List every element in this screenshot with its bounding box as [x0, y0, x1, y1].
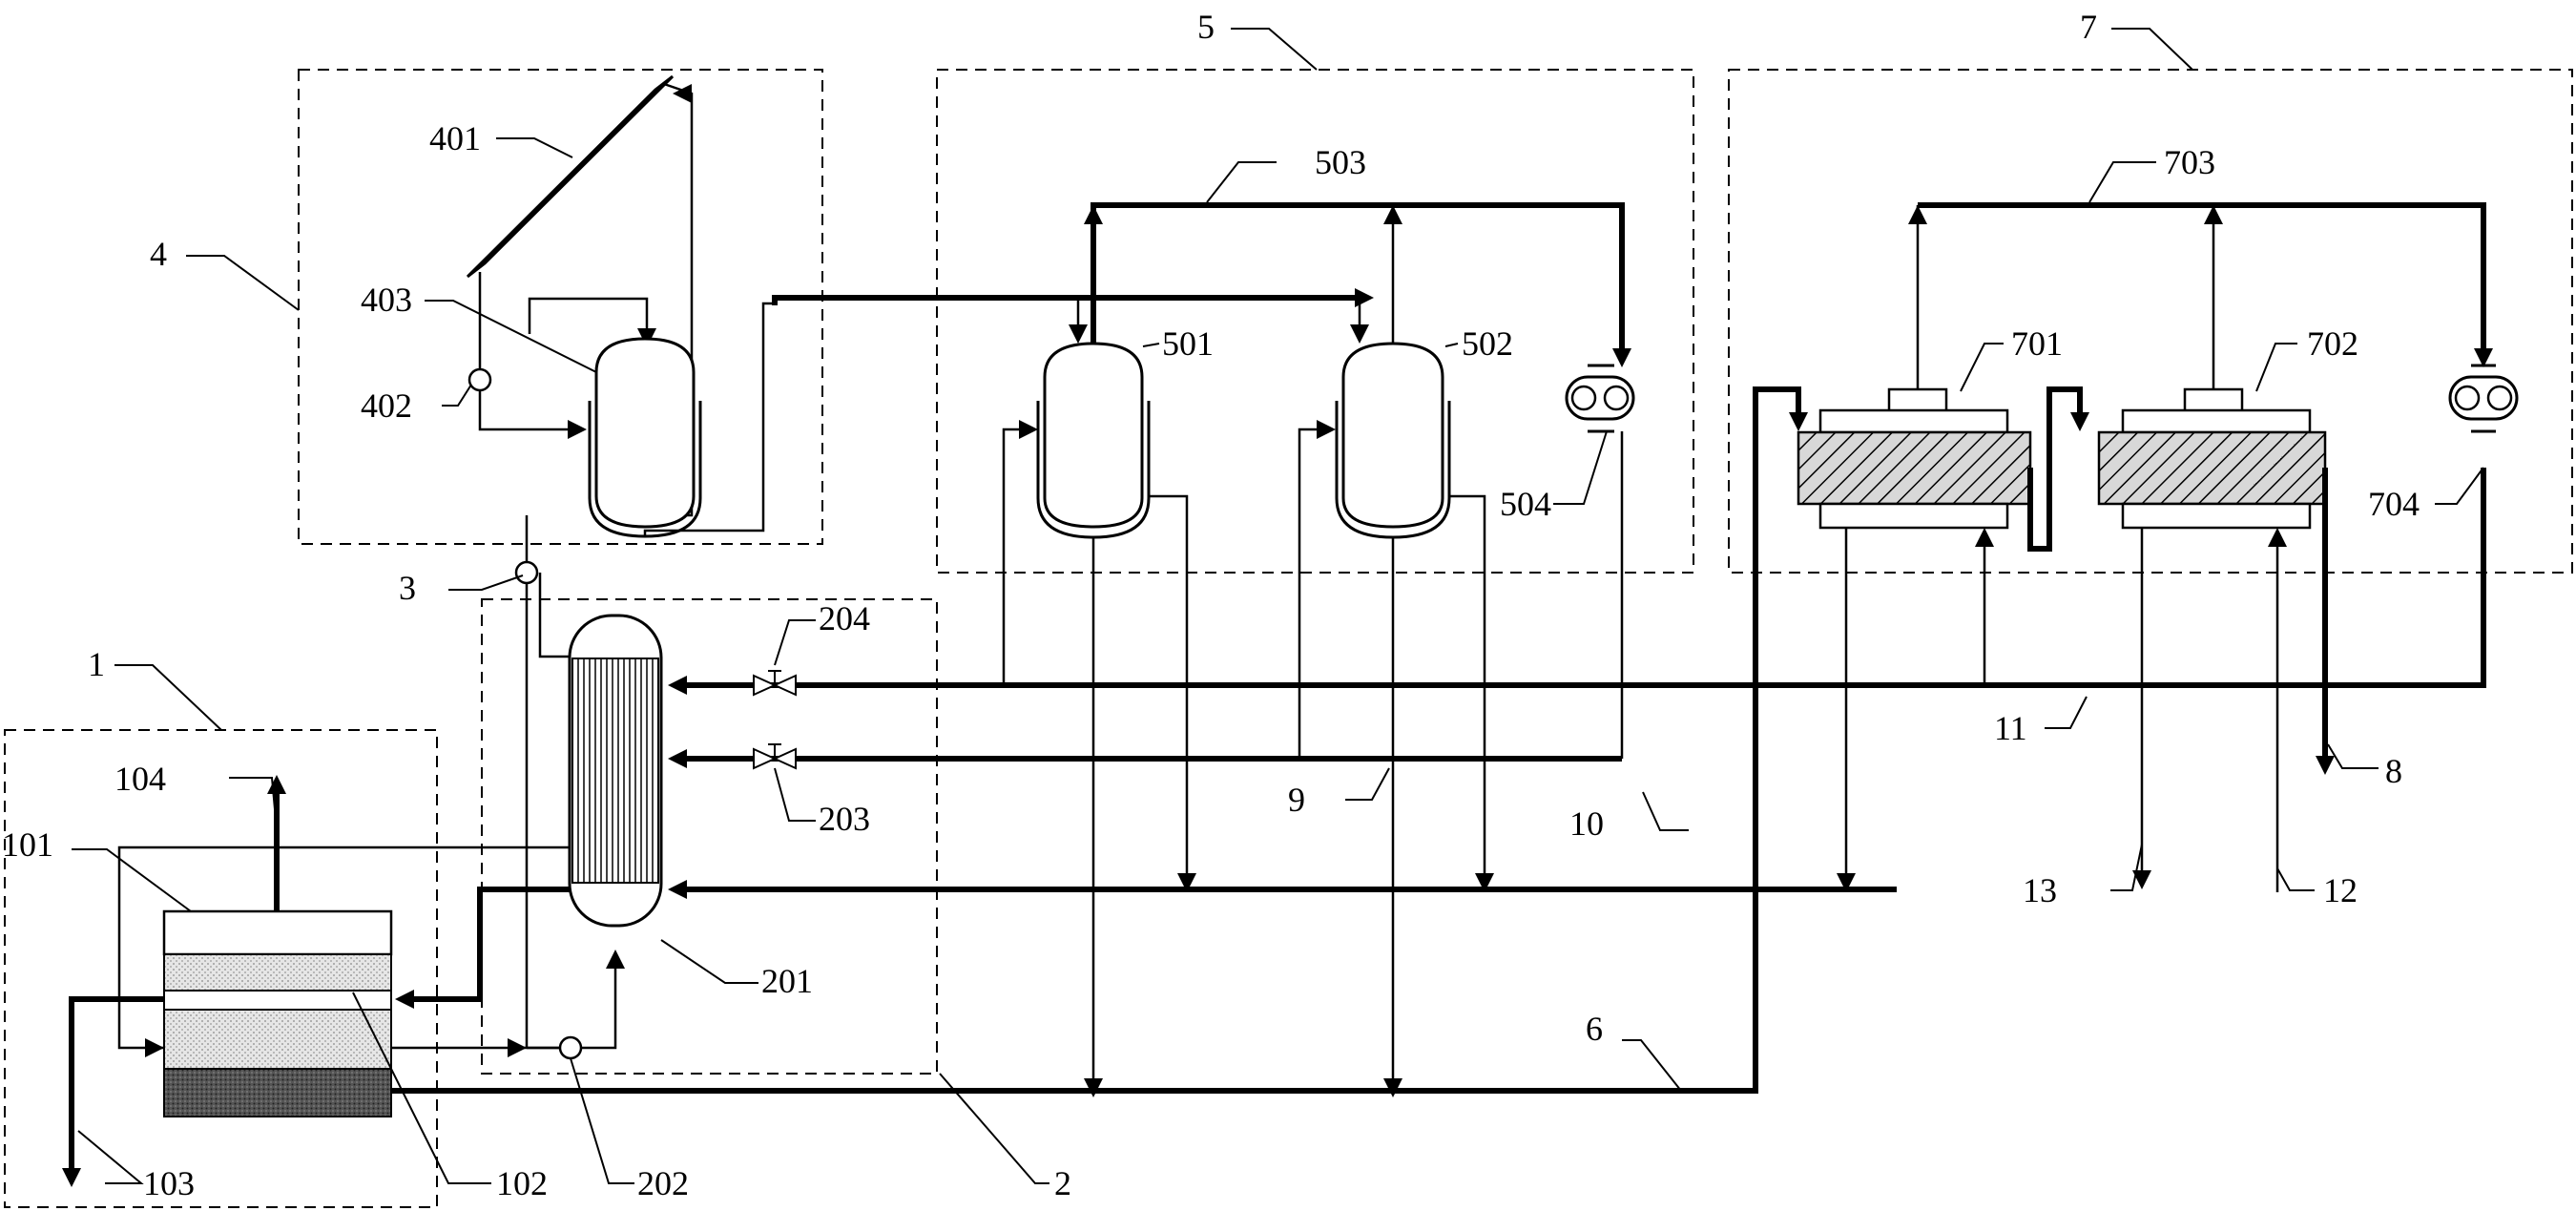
label-402: 402: [361, 386, 412, 425]
label-104: 104: [114, 760, 166, 798]
valve-3: [514, 560, 539, 585]
label-201: 201: [761, 962, 813, 1000]
label-703: 703: [2164, 143, 2215, 181]
label-13: 13: [2023, 871, 2057, 909]
label-2: 2: [1054, 1164, 1071, 1202]
separation-tank: [162, 909, 393, 1117]
label-502: 502: [1462, 324, 1513, 363]
system-box-7: [1728, 69, 2573, 574]
pump-704: [2448, 364, 2519, 433]
label-204: 204: [819, 599, 870, 637]
valve-203: [753, 743, 797, 770]
label-12: 12: [2323, 871, 2358, 909]
heat-exchanger-201: [568, 614, 663, 928]
label-7: 7: [2080, 8, 2097, 46]
label-103: 103: [143, 1164, 195, 1202]
label-3: 3: [399, 569, 416, 607]
label-102: 102: [496, 1164, 548, 1202]
system-box-4: [298, 69, 823, 545]
label-403: 403: [361, 281, 412, 319]
label-5: 5: [1197, 8, 1215, 46]
label-501: 501: [1162, 324, 1214, 363]
label-704: 704: [2368, 485, 2420, 523]
label-203: 203: [819, 800, 870, 838]
label-401: 401: [429, 119, 481, 157]
reactor-502: [1335, 342, 1451, 539]
label-10: 10: [1569, 804, 1604, 843]
valve-204: [753, 670, 797, 697]
leader-lines: [72, 28, 2484, 1184]
label-503: 503: [1315, 143, 1366, 181]
pump-202: [558, 1035, 583, 1060]
pump-504: [1565, 364, 1635, 433]
storage-tank-403: [588, 337, 702, 538]
label-702: 702: [2307, 324, 2358, 363]
label-11: 11: [1994, 709, 2027, 747]
reactor-501: [1036, 342, 1151, 539]
label-202: 202: [637, 1164, 689, 1202]
evaporator-701: [1797, 387, 2032, 530]
label-504: 504: [1500, 485, 1551, 523]
label-4: 4: [150, 235, 167, 273]
label-1: 1: [88, 645, 105, 683]
label-8: 8: [2385, 752, 2402, 790]
pump-402: [467, 367, 492, 392]
label-101: 101: [2, 825, 53, 864]
solar-collector-401: [466, 74, 675, 279]
label-6: 6: [1586, 1010, 1603, 1048]
label-9: 9: [1288, 781, 1305, 819]
evaporator-702: [2097, 387, 2327, 530]
label-701: 701: [2011, 324, 2063, 363]
system-box-2: [481, 598, 938, 1075]
